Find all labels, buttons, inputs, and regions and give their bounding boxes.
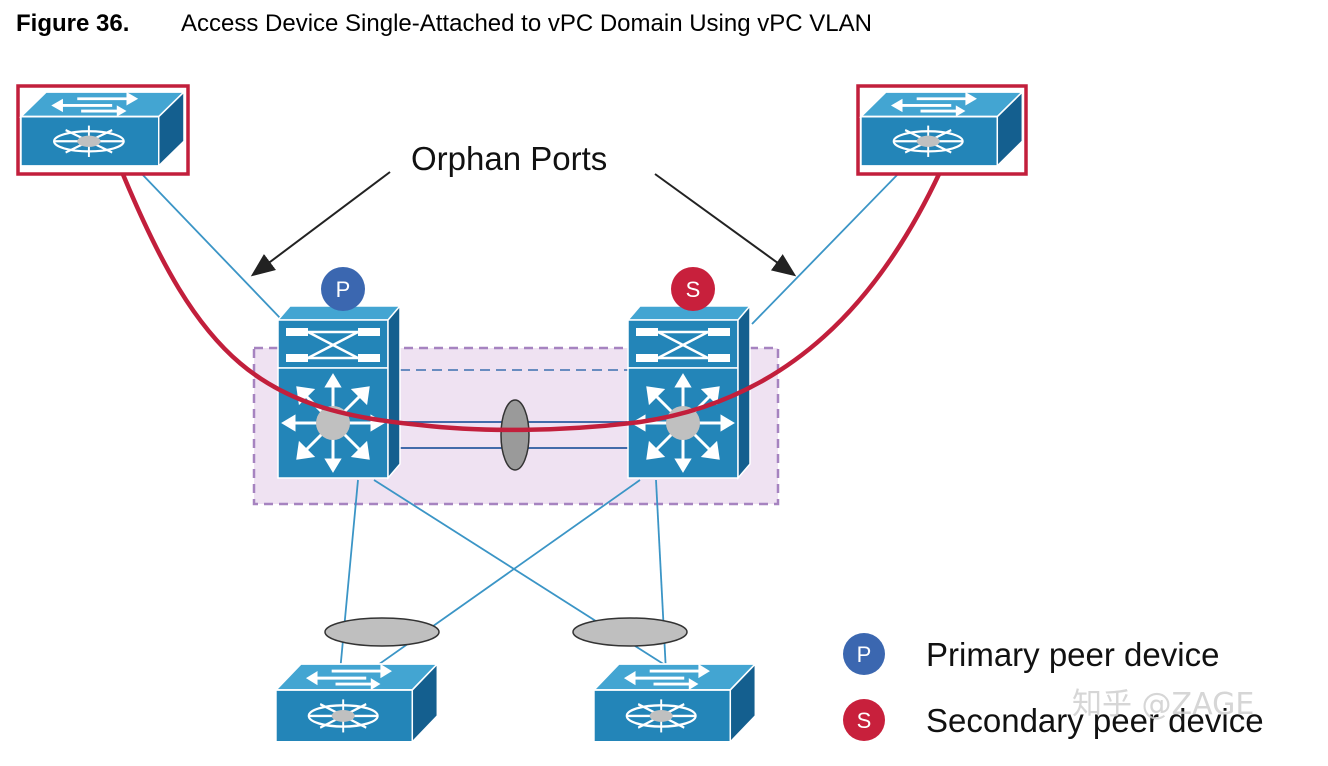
figure-caption: Figure 36. Access Device Single-Attached …	[16, 10, 872, 38]
vpc-vlan-path	[119, 171, 943, 433]
svg-text:S: S	[686, 277, 701, 302]
secondary-badge: S	[671, 267, 715, 311]
figure-title: Access Device Single-Attached to vPC Dom…	[181, 10, 872, 37]
secondary-peer-switch	[626, 304, 752, 480]
legend-label-secondary: Secondary peer device	[926, 702, 1264, 739]
svg-text:S: S	[857, 708, 872, 733]
orphan-switch-right	[856, 84, 1028, 176]
orphan-link-right	[751, 171, 901, 325]
port-channel-right	[572, 617, 688, 647]
primary-badge: P	[321, 267, 365, 311]
access-switch-left	[274, 662, 439, 744]
legend: P Primary peer device S Secondary peer d…	[843, 633, 1264, 741]
svg-text:P: P	[857, 642, 872, 667]
svg-text:P: P	[336, 277, 351, 302]
callout-arrow-right	[654, 173, 797, 277]
orphan-links	[139, 171, 901, 325]
peer-link-bundle	[500, 399, 530, 471]
orphan-link-left	[139, 171, 283, 321]
legend-item-secondary: S Secondary peer device	[843, 699, 1264, 741]
figure-number: Figure 36.	[16, 10, 130, 37]
callout-arrow-left	[250, 171, 391, 277]
orphan-switch-left	[16, 84, 190, 176]
watermark: 知乎 @ZAGE	[1072, 687, 1254, 722]
port-channel-left	[324, 617, 440, 647]
access-switch-right	[592, 662, 757, 744]
primary-peer-switch	[276, 304, 402, 480]
legend-label-primary: Primary peer device	[926, 636, 1219, 673]
orphan-ports-label: Orphan Ports	[411, 140, 607, 177]
legend-item-primary: P Primary peer device	[843, 633, 1219, 675]
